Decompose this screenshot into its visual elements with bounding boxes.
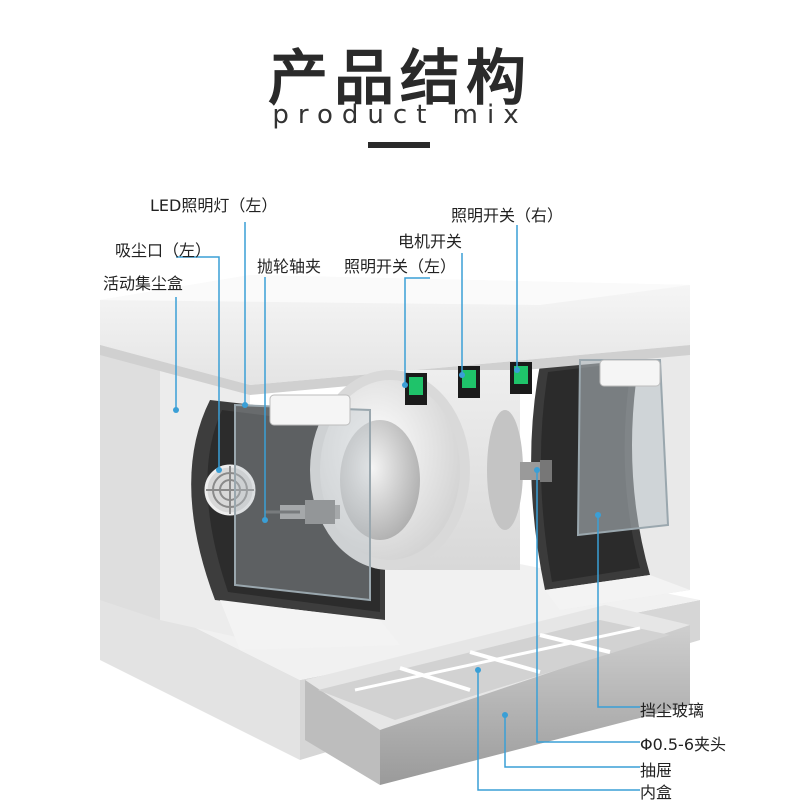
title-underline [368, 142, 430, 148]
label-motor-switch: 电机开关 [398, 232, 463, 251]
label-dust-inlet-left: 吸尘口（左） [115, 241, 212, 260]
top-cover [100, 275, 690, 395]
label-chuck: Φ0.5-6夹头 [640, 735, 726, 754]
callout-dots [173, 367, 601, 718]
label-inner-box: 内盒 [640, 783, 673, 802]
page-title: 产品结构 [268, 44, 532, 114]
light-switch-right [510, 362, 532, 394]
label-dust-box: 活动集尘盒 [103, 274, 184, 293]
label-light-switch-left: 照明开关（左） [344, 257, 457, 276]
glass-shield-right [576, 359, 670, 537]
callout-lines [175, 222, 640, 791]
label-shaft-clamp: 抛轮轴夹 [257, 257, 322, 276]
dust-inlet-grille [204, 464, 256, 516]
left-shaft [265, 500, 340, 524]
light-switch-left [405, 373, 427, 405]
label-drawer: 抽屉 [640, 761, 673, 780]
label-led-light-left: LED照明灯（左） [150, 196, 278, 215]
page-subtitle: product mix [272, 100, 528, 130]
label-light-switch-right: 照明开关（右） [451, 206, 564, 225]
glass-shield-left [234, 394, 371, 602]
label-dust-glass: 挡尘玻璃 [640, 701, 705, 720]
